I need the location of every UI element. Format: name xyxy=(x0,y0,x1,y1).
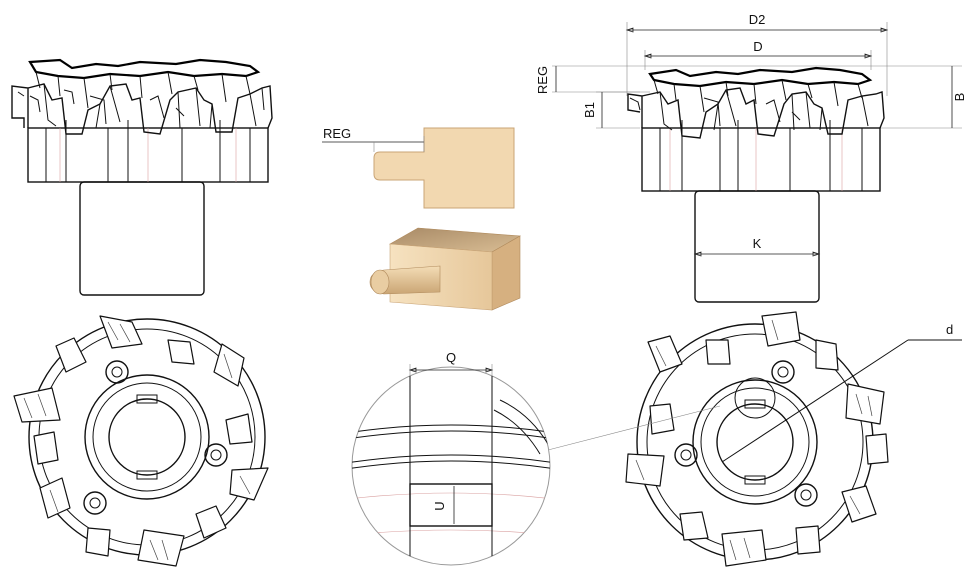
reg-center-label: REG xyxy=(323,126,351,141)
right-side-view: D2 D REG B1 B K xyxy=(535,12,967,303)
left-bottom-view xyxy=(13,315,269,567)
left-side-view xyxy=(11,58,273,296)
left-mount-holes xyxy=(83,360,228,515)
wood-profile-shape xyxy=(373,127,515,209)
dim-q-label: Q xyxy=(446,350,456,365)
right-blades xyxy=(625,311,889,567)
wood-block-3d xyxy=(369,227,521,311)
right-bottom-view: d xyxy=(625,311,962,567)
wood-profile-2d: REG xyxy=(322,126,515,209)
right-teeth-profile xyxy=(627,87,885,139)
dim-b1-label: B1 xyxy=(582,102,597,118)
detail-circle xyxy=(351,366,551,566)
right-mount-holes xyxy=(674,360,818,507)
dim-d-small-label: d xyxy=(946,322,953,337)
left-teeth-profile xyxy=(11,83,273,135)
dim-d-label: D xyxy=(753,39,762,54)
dim-d2-label: D2 xyxy=(749,12,766,27)
dim-reg-right-label: REG xyxy=(535,66,550,94)
left-blades xyxy=(13,315,269,567)
dim-b-label: B xyxy=(952,93,967,102)
right-body xyxy=(641,127,881,192)
left-shank xyxy=(79,181,205,296)
detail-view: Q U xyxy=(351,350,551,566)
dim-u-label: U xyxy=(432,501,447,510)
dim-k-label: K xyxy=(753,236,762,251)
